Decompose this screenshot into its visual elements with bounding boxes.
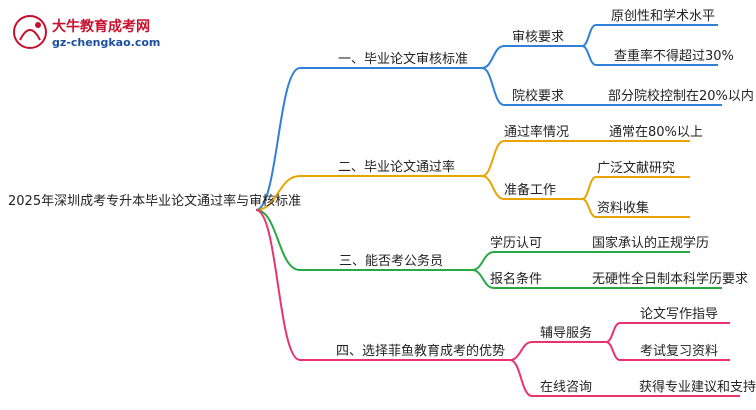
branch-3-child-1-leaf-1: 国家承认的正规学历 — [592, 236, 710, 251]
branch-4-child-2-leaf-1: 获得专业建议和支持 — [639, 380, 756, 395]
branch-1-child-2: 院校要求 — [512, 89, 565, 104]
branch-2-child-2-leaf-2: 资料收集 — [597, 201, 650, 216]
branch-3-connector — [255, 209, 301, 271]
branch-2-child-2-leaf-2-connector — [581, 198, 597, 218]
branch-4-connector — [255, 209, 301, 361]
branch-2-child-1-leaf-1: 通常在80%以上 — [609, 125, 703, 140]
branch-4-child-1-leaf-1: 论文写作指导 — [640, 307, 719, 322]
branch-4-child-1-leaf-2: 考试复习资料 — [640, 344, 719, 359]
branch-3-label: 三、能否考公务员 — [339, 254, 444, 269]
branch-2-child-1-connector — [481, 140, 505, 177]
branch-3-child-2: 报名条件 — [490, 272, 543, 287]
branch-1-child-1-leaf-2-connector — [581, 45, 597, 66]
branch-1-child-1-leaf-1: 原创性和学术水平 — [611, 9, 716, 24]
branch-2-child-2-leaf-1-connector — [581, 176, 597, 200]
branch-2-label: 二、毕业论文通过率 — [338, 160, 456, 175]
branch-2-child-1: 通过率情况 — [504, 125, 570, 140]
branch-3-child-2-connector — [471, 269, 495, 289]
branch-4-child-1-leaf-2-connector — [605, 341, 621, 361]
branch-1-label: 一、毕业论文审核标准 — [338, 52, 469, 67]
branch-3-child-1: 学历认可 — [490, 236, 543, 251]
branch-3-child-1-connector — [471, 251, 495, 271]
logo-name: 大牛教育成考网 — [52, 19, 150, 35]
brand-logo: 大牛教育成考网 gz-chengkao.com — [12, 14, 172, 54]
branch-4-child-2-connector — [509, 359, 533, 397]
branch-1-child-1-connector — [481, 45, 505, 69]
branch-4-label: 四、选择菲鱼教育成考的优势 — [336, 344, 506, 359]
logo-mark-icon — [13, 15, 47, 49]
branch-1-connector — [255, 67, 301, 211]
branch-2-child-2: 准备工作 — [504, 183, 557, 198]
branch-4-child-1: 辅导服务 — [540, 326, 593, 341]
branch-1-child-2-leaf-1: 部分院校控制在20%以内 — [608, 89, 754, 104]
branch-1-child-2-connector — [481, 67, 505, 106]
branch-2-child-2-leaf-1: 广泛文献研究 — [597, 161, 676, 176]
branch-4-child-2: 在线咨询 — [540, 380, 593, 395]
branch-1-child-1-leaf-2: 查重率不得超过30% — [614, 49, 734, 64]
branch-1-child-1-leaf-1-connector — [581, 24, 597, 47]
root-topic: 2025年深圳成考专升本毕业论文通过率与审核标准 — [8, 194, 302, 209]
logo-url: gz-chengkao.com — [52, 36, 161, 49]
branch-4-child-1-connector — [509, 341, 533, 361]
branch-2-child-2-connector — [481, 175, 505, 200]
branch-3-child-2-leaf-1: 无硬性全日制本科学历要求 — [592, 272, 749, 287]
branch-1-child-1: 审核要求 — [512, 30, 565, 45]
branch-2-connector — [255, 175, 301, 211]
branch-4-child-1-leaf-1-connector — [605, 322, 621, 343]
